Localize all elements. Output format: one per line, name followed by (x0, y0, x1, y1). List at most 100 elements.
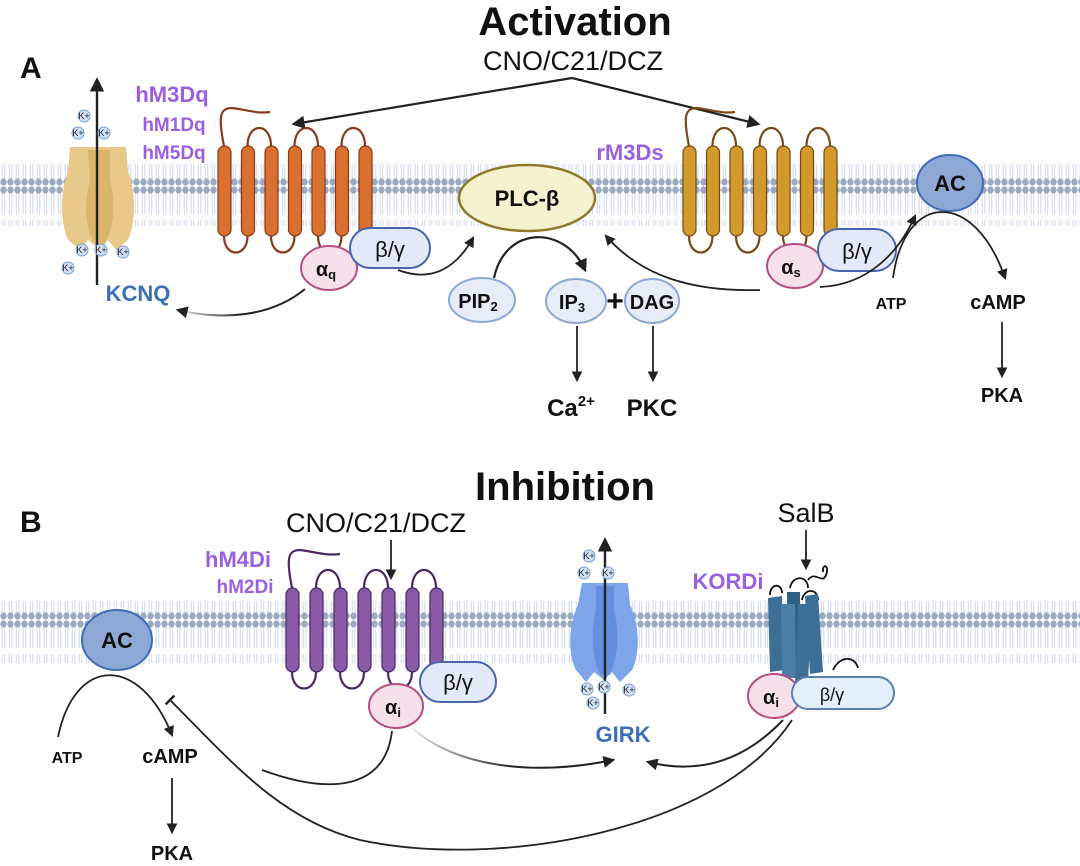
salb-label: SalB (777, 498, 834, 528)
dreadd-label-hm1dq: hM1Dq (142, 115, 205, 136)
beta-gamma-i: β/γ (419, 661, 497, 703)
panel-b: B Inhibition CNO/C21/DCZ hM4Di hM2Di Sal… (0, 465, 1080, 865)
pkc-label: PKC (627, 395, 678, 422)
arrow-betagamma-ac (819, 214, 917, 288)
gi-dreadd-receptor (285, 548, 444, 690)
atp-label-b: ATP (52, 750, 83, 767)
transmembrane-helix (381, 587, 396, 673)
transmembrane-helix (405, 587, 420, 673)
pka-label-a: PKA (981, 385, 1023, 407)
transmembrane-helix (264, 145, 279, 237)
svg-text:K+: K+ (587, 698, 598, 708)
transmembrane-helix (358, 145, 373, 237)
svg-text:IP3: IP3 (559, 292, 585, 315)
svg-text:αs: αs (781, 257, 801, 280)
panel-b-title: Inhibition (475, 465, 655, 509)
gq-dreadd-receptor (217, 106, 373, 254)
kcnq-label: KCNQ (106, 281, 171, 306)
transmembrane-helix (333, 587, 348, 673)
potassium-ion: K+ (577, 566, 591, 580)
svg-text:K+: K+ (578, 568, 589, 578)
adenylyl-cyclase-a: AC (916, 154, 984, 212)
potassium-ion: K+ (71, 126, 85, 140)
panel-a-label: A (20, 52, 42, 85)
arrow-betagamma-plc (397, 236, 475, 276)
svg-text:K+: K+ (95, 245, 106, 255)
svg-text:K+: K+ (62, 263, 73, 273)
svg-text:K+: K+ (581, 684, 592, 694)
transmembrane-helix (776, 145, 791, 237)
potassium-ion: K+ (582, 549, 596, 563)
potassium-ion: K+ (580, 682, 594, 696)
transmembrane-helix (429, 587, 444, 673)
arrow-kor-girk (645, 719, 784, 771)
dreadd-label-hm3dq: hM3Dq (135, 82, 208, 107)
arrow-atp-camp-b (57, 674, 174, 738)
potassium-ion: K+ (601, 566, 615, 580)
dreadd-label-rm3ds: rM3Ds (596, 140, 663, 165)
transmembrane-helix (334, 145, 350, 237)
transmembrane-helix (287, 145, 303, 237)
membrane-b (0, 601, 1080, 663)
pip2: PIP2 (448, 277, 516, 323)
svg-text:PIP2: PIP2 (458, 291, 497, 314)
potassium-ion: K+ (586, 696, 600, 710)
svg-text:AC: AC (101, 628, 133, 653)
g-alpha-i-kor: αi (747, 673, 801, 719)
svg-text:PLC-β: PLC-β (495, 186, 560, 211)
plc-beta: PLC-β (457, 163, 597, 233)
transmembrane-helix (240, 145, 256, 237)
dag: DAG (624, 278, 680, 324)
transmembrane-helix (357, 587, 372, 673)
arrow-atp-camp-a (892, 211, 1008, 281)
arrow-gq-kcnq (175, 288, 306, 319)
panel-b-ligand: CNO/C21/DCZ (286, 508, 466, 538)
svg-text:K+: K+ (72, 128, 83, 138)
beta-gamma-s: β/γ (817, 228, 897, 272)
plus-sign: + (606, 285, 624, 318)
ip3: IP3 (545, 278, 607, 324)
transmembrane-helix (752, 145, 768, 237)
potassium-ion: K+ (75, 243, 89, 257)
potassium-ion: K+ (597, 680, 611, 694)
atp-label-a: ATP (876, 296, 907, 313)
camp-label-a: cAMP (970, 292, 1026, 314)
panel-a-ligand: CNO/C21/DCZ (483, 46, 663, 76)
arrow-pip2-ip3 (492, 236, 587, 279)
dreadd-label-hm2di: hM2Di (217, 577, 274, 598)
svg-text:K+: K+ (78, 111, 89, 121)
svg-text:β/γ: β/γ (375, 237, 405, 262)
transmembrane-helix (682, 145, 697, 237)
girk-channel (570, 537, 638, 714)
svg-text:K+: K+ (602, 568, 613, 578)
potassium-ion: K+ (61, 261, 75, 275)
g-alpha-i: αi (368, 683, 424, 729)
ligand-arrow-gq (291, 76, 573, 129)
svg-text:β/γ: β/γ (443, 670, 473, 695)
calcium-label: Ca2+ (547, 393, 595, 422)
transmembrane-helix (217, 145, 232, 237)
beta-gamma-q: β/γ (349, 227, 431, 269)
transmembrane-helix (729, 145, 744, 237)
arrow-kor-ac-inhibit (164, 694, 793, 851)
dreadd-label-hm4di: hM4Di (205, 547, 271, 572)
svg-text:K+: K+ (98, 128, 109, 138)
camp-label-b: cAMP (142, 746, 198, 768)
kcnq-channel (62, 77, 134, 285)
svg-text:AC: AC (934, 171, 966, 196)
pka-label-b: PKA (151, 843, 193, 865)
panel-a: A Activation CNO/C21/DCZ hM3Dq hM1Dq hM5… (0, 0, 1080, 422)
svg-text:K+: K+ (76, 245, 87, 255)
panel-a-title: Activation (478, 0, 671, 44)
dreadd-label-hm5dq: hM5Dq (142, 143, 205, 164)
potassium-ion: K+ (77, 109, 91, 123)
svg-text:β/γ: β/γ (820, 685, 844, 705)
girk-label: GIRK (596, 722, 651, 747)
g-alpha-s: αs (766, 243, 824, 289)
svg-text:K+: K+ (598, 682, 609, 692)
svg-text:β/γ: β/γ (842, 239, 872, 264)
panel-b-label: B (20, 506, 42, 539)
potassium-ion: K+ (94, 243, 108, 257)
arrow-gs-plc (604, 234, 761, 292)
